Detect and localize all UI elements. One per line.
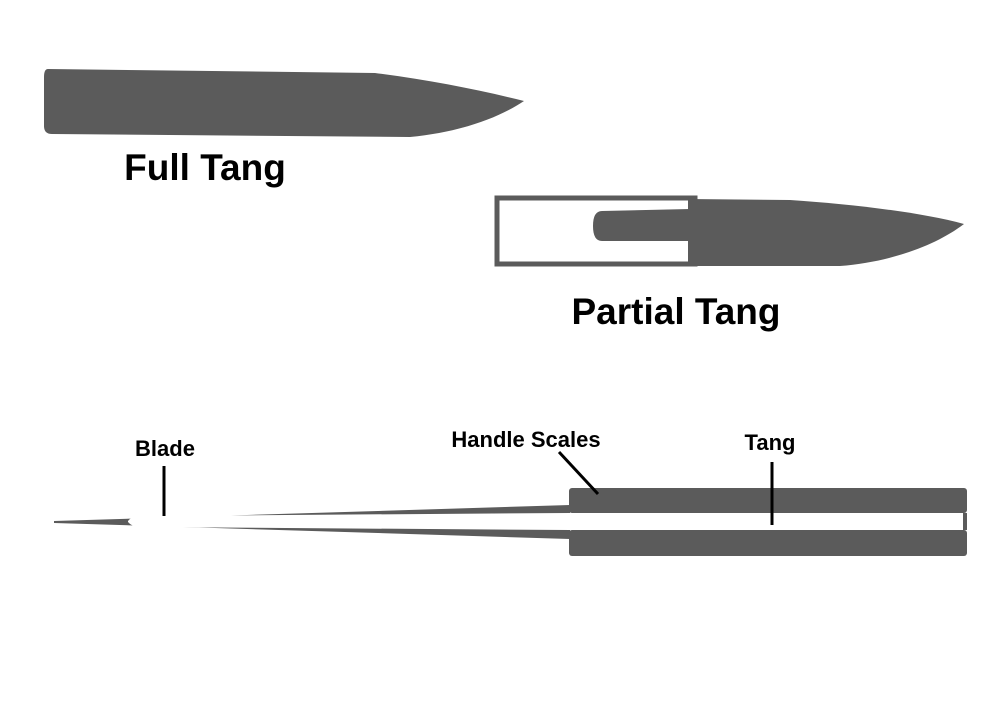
blade-label: Blade xyxy=(135,436,195,461)
knife-cross-section xyxy=(54,488,967,556)
handle-scales-label: Handle Scales xyxy=(451,427,600,452)
handle-scales-leader-line xyxy=(557,450,600,496)
full-tang-knife xyxy=(44,69,524,137)
cross-section-core xyxy=(128,513,570,530)
handle-scale-bottom xyxy=(569,530,967,556)
full-tang-caption: Full Tang xyxy=(124,147,286,188)
tang-end xyxy=(963,513,967,530)
handle-scale-top xyxy=(569,488,967,513)
partial-tang-tang xyxy=(593,209,690,241)
partial-tang-caption: Partial Tang xyxy=(571,291,780,332)
full-tang-silhouette xyxy=(44,69,524,137)
partial-tang-blade xyxy=(688,199,964,266)
tang-label: Tang xyxy=(745,430,796,455)
tang-strip xyxy=(569,513,963,530)
partial-tang-knife xyxy=(494,195,964,267)
